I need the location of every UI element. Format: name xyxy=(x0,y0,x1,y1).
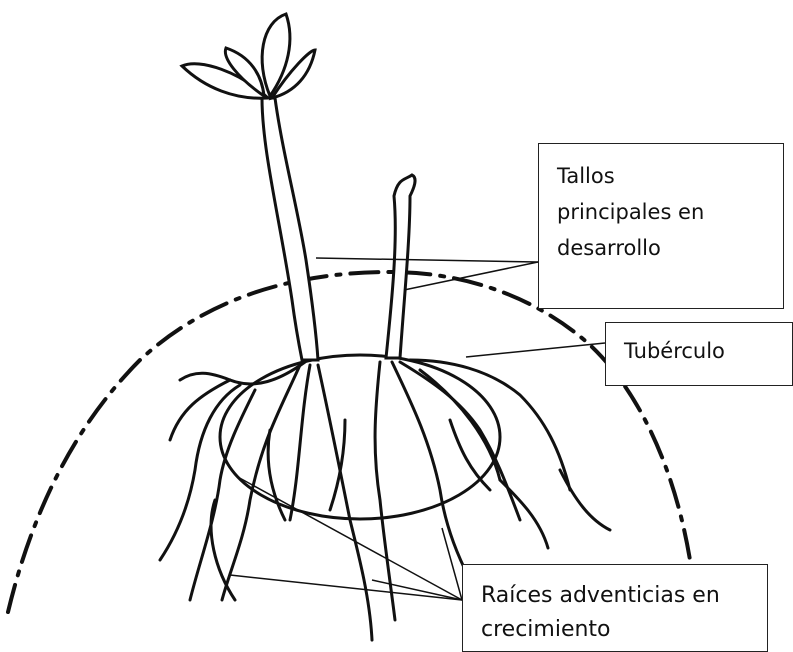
leaf-top xyxy=(260,12,292,100)
tuber xyxy=(218,353,502,521)
leaf-right xyxy=(268,48,317,101)
label-tuberculo: Tubérculo xyxy=(605,322,793,386)
soil-outline-dashed xyxy=(6,269,692,614)
leaf-mid xyxy=(223,46,266,100)
label-tallos-line-2: principales en xyxy=(557,200,705,224)
adventitious-roots xyxy=(158,358,612,642)
label-tallos-principales: Tallos principales en desarrollo xyxy=(538,143,784,309)
label-tallos-line-3: desarrollo xyxy=(557,236,661,260)
label-raices-line-2: crecimiento xyxy=(481,617,611,642)
label-tallos-line-1: Tallos xyxy=(557,164,615,188)
label-tuberculo-text: Tubérculo xyxy=(624,339,725,363)
main-stem-short xyxy=(384,173,417,360)
pointer-lines xyxy=(229,257,606,601)
main-stem-tall xyxy=(260,96,320,362)
label-raices-line-1: Raíces adventicias en xyxy=(481,583,720,608)
label-raices-adventicias: Raíces adventicias en crecimiento xyxy=(462,564,768,652)
